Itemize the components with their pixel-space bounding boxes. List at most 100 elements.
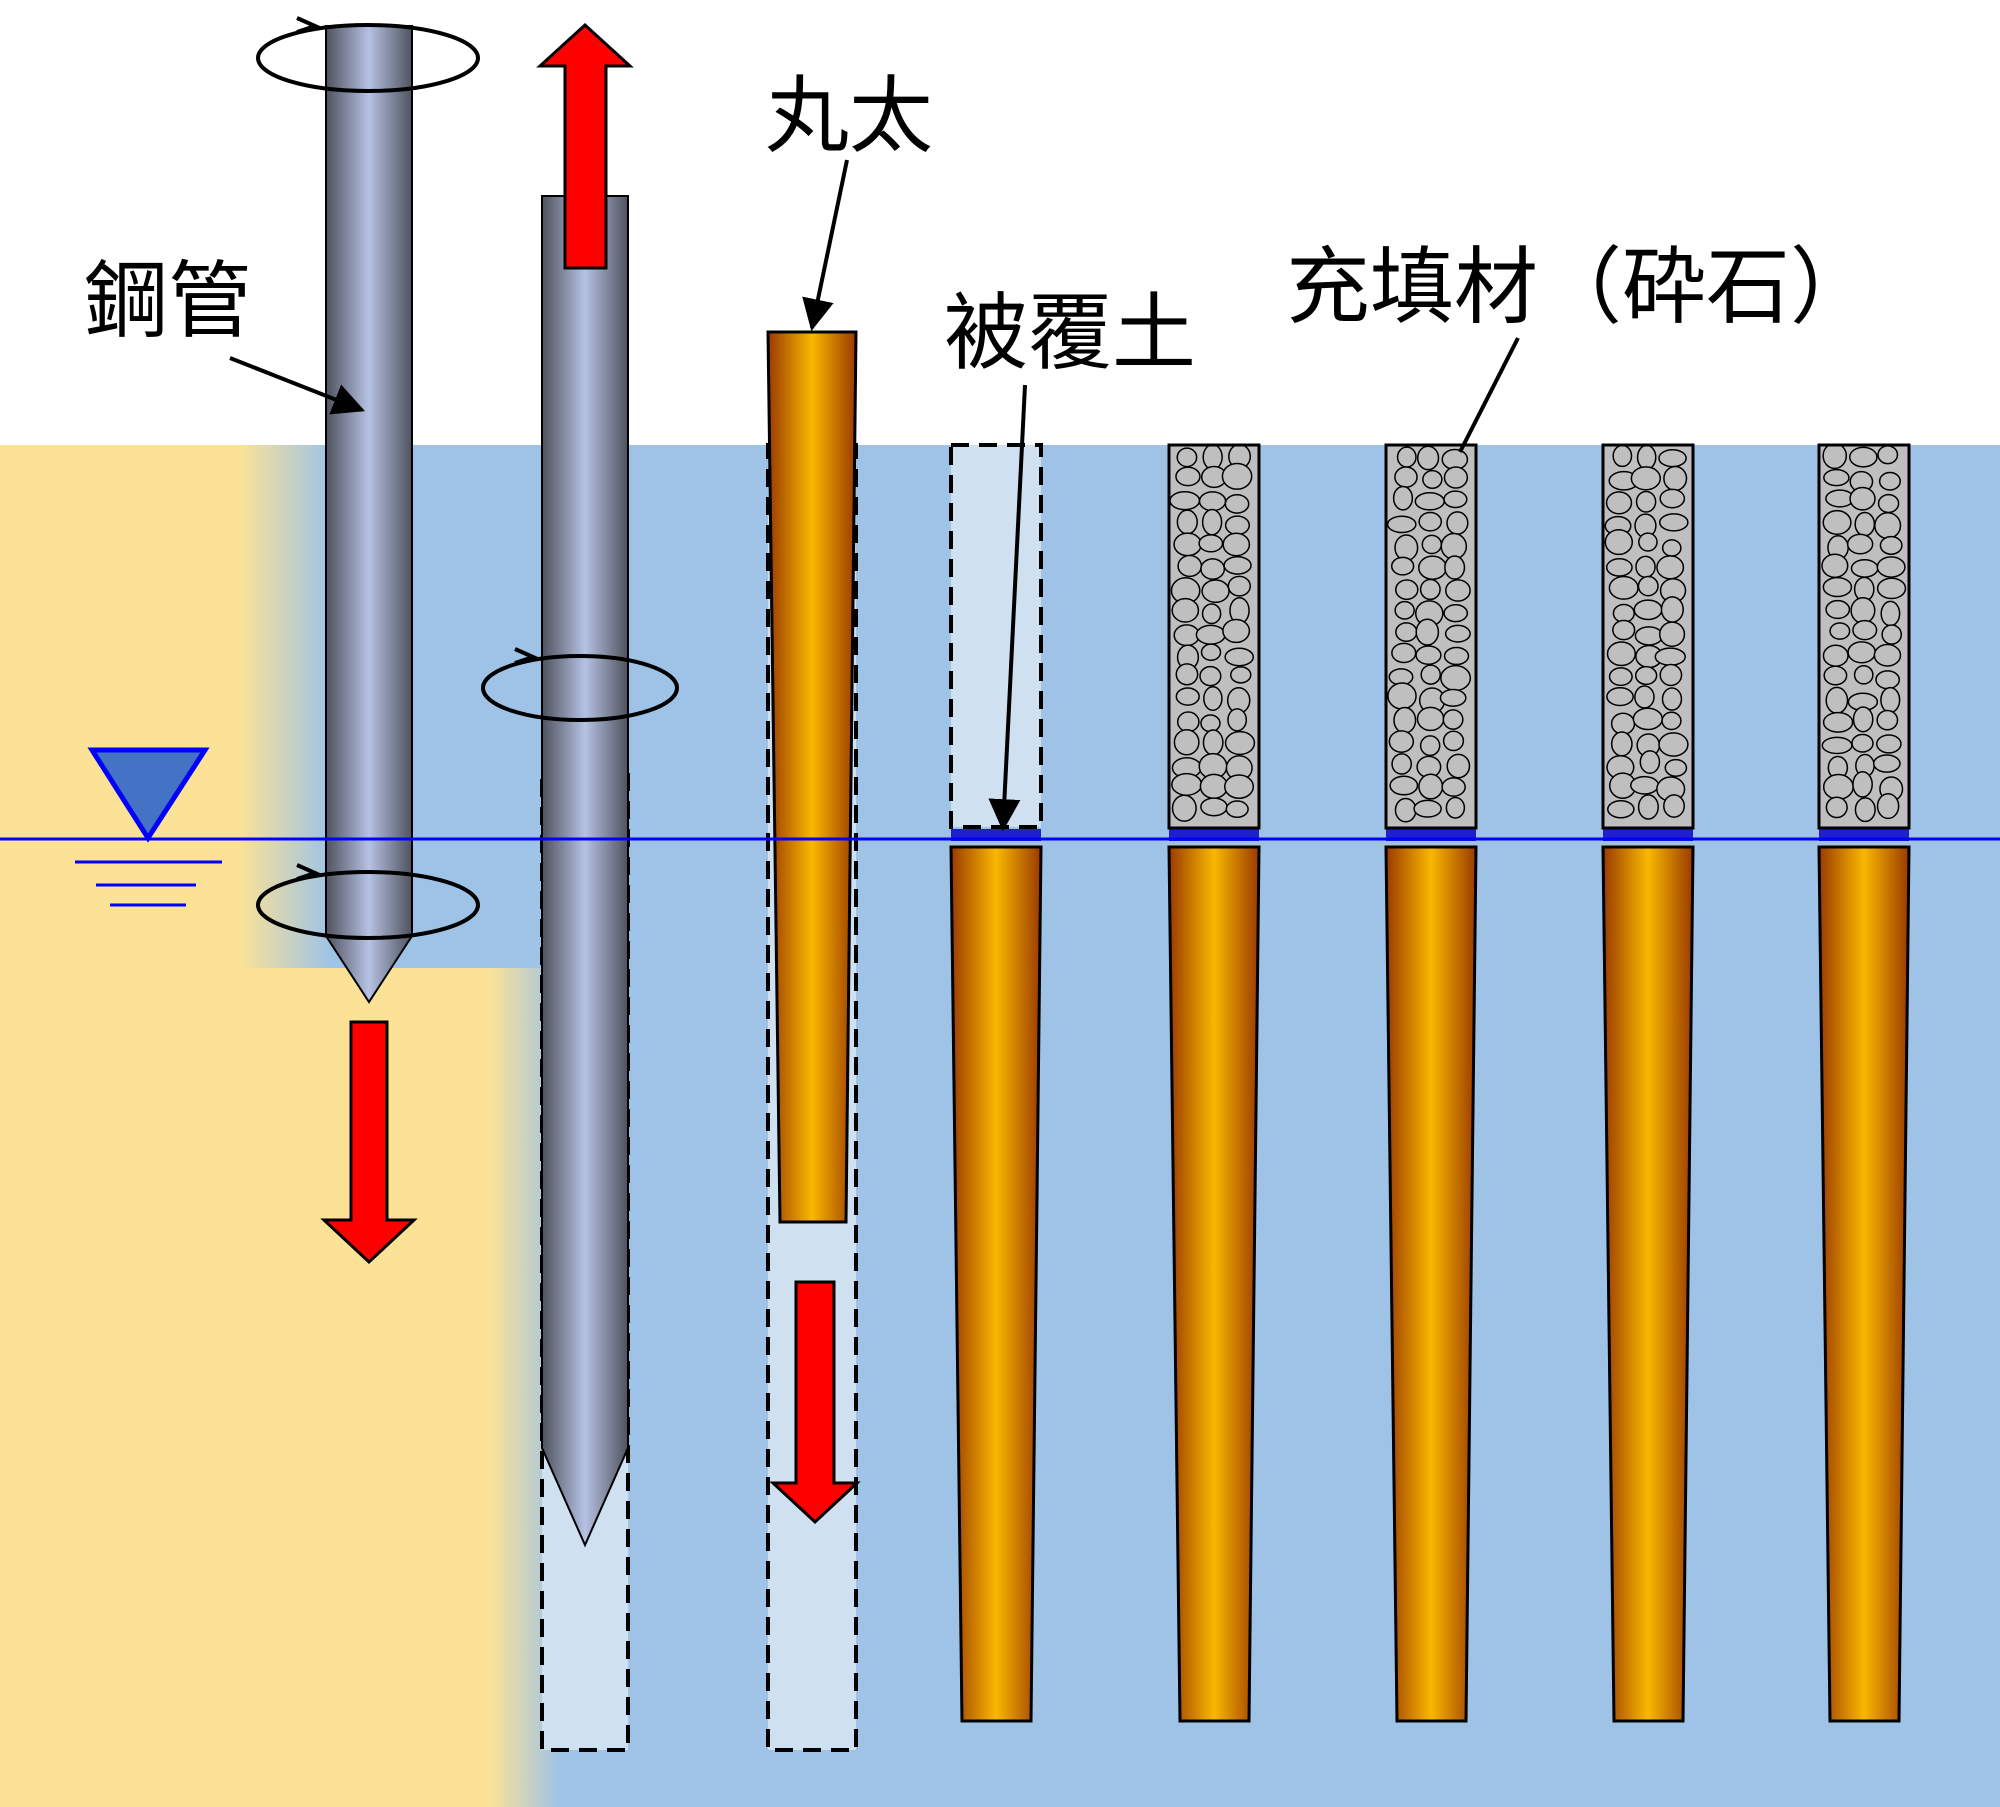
gravel-stone [1881, 624, 1903, 645]
gravel-stone [1638, 532, 1658, 552]
gravel-stone [1394, 600, 1415, 620]
gravel-column-6 [1384, 443, 1478, 830]
gravel-stone [1879, 535, 1903, 555]
gravel-stone [1230, 666, 1252, 684]
gravel-stone [1822, 576, 1853, 598]
gravel-stone [1175, 466, 1201, 487]
gravel-stone [1443, 466, 1469, 489]
gravel-stone [1201, 579, 1230, 604]
gravel-stone [1829, 622, 1851, 640]
log-5 [1167, 845, 1261, 1723]
gravel-stone [1630, 775, 1660, 795]
gravel-stone [1872, 754, 1901, 773]
gravel-stone [1848, 446, 1878, 468]
gravel-stone [1876, 709, 1899, 731]
gravel-stone [1171, 794, 1197, 822]
gravel-stone [1821, 736, 1853, 755]
steel-pipe-2 [541, 195, 629, 1548]
fill-material-label: 充填材（砕石） [1286, 238, 1874, 336]
log-3 [766, 330, 858, 1224]
gravel-stone [1876, 577, 1907, 600]
gravel-stone [1388, 730, 1415, 753]
gravel-stone [1444, 555, 1466, 580]
gravel-stone [1173, 728, 1200, 756]
gravel-stone [1876, 556, 1906, 578]
gravel-stone [1658, 449, 1687, 468]
gravel-stone [1390, 556, 1415, 576]
gravel-stone [1443, 646, 1470, 666]
gravel-stone [1634, 665, 1658, 686]
gravel-stone [1846, 533, 1874, 555]
gravel-stone [1414, 492, 1445, 511]
gravel-stone [1393, 706, 1417, 734]
gravel-stone [1223, 556, 1252, 575]
gravel-stone [1852, 771, 1873, 798]
gravel-stone [1630, 466, 1661, 491]
gravel-stone [1418, 555, 1448, 581]
gravel-stone [1224, 494, 1250, 514]
gravel-stone [1415, 645, 1442, 665]
gravel-stone [1854, 797, 1876, 823]
gravel-stone [1201, 603, 1222, 625]
gravel-stone [1171, 597, 1200, 623]
gravel-stone [1395, 622, 1418, 643]
gravel-stone [1875, 670, 1901, 690]
gravel-stone [1847, 641, 1877, 664]
sand-zone-lower [0, 968, 490, 1807]
gravel-stone [1607, 799, 1635, 819]
gravel-stone [1661, 539, 1682, 557]
gravel-stone [1418, 511, 1443, 532]
gravel-stone [1822, 711, 1854, 733]
rotation-arrow-icon [256, 16, 480, 93]
gravel-stone [1876, 734, 1902, 754]
gravel-stone [1387, 682, 1417, 710]
gravel-stone [1395, 579, 1419, 601]
gravel-stone [1394, 797, 1417, 823]
gravel-stone [1392, 485, 1414, 511]
gravel-stone [1176, 711, 1200, 733]
gravel-stone [1877, 445, 1899, 465]
gravel-stone [1606, 641, 1636, 667]
gravel-column-5 [1167, 443, 1261, 830]
gravel-column-8 [1817, 443, 1911, 830]
gravel-stone [1443, 604, 1469, 623]
gravel-stone [1610, 712, 1636, 735]
gravel-stone [1199, 665, 1222, 687]
gravel-stone [1663, 465, 1688, 492]
gravel-stone [1391, 642, 1417, 664]
gravel-stone [1177, 554, 1203, 578]
gravel-stone [1823, 665, 1848, 686]
gravel-stone [1389, 775, 1419, 796]
gravel-stone [1173, 532, 1202, 557]
gravel-stone [1441, 777, 1466, 797]
gravel-stone [1633, 599, 1663, 621]
gravel-stone [1445, 579, 1471, 602]
gravel-stone [1878, 471, 1901, 491]
water-level-icon [75, 747, 222, 907]
gravel-stone [1635, 490, 1657, 513]
gravel-stone [1825, 599, 1851, 620]
gravel-stone [1661, 687, 1683, 711]
gravel-stone [1849, 486, 1876, 511]
gravel-stone [1852, 706, 1874, 733]
gravel-stone [1852, 619, 1878, 641]
gravel-stone [1415, 618, 1440, 646]
gravel-stone [1825, 796, 1848, 819]
gravel-stone [1880, 686, 1901, 714]
gravel-stone [1608, 667, 1633, 687]
gravel-stone [1413, 799, 1442, 818]
gravel-stone [1632, 707, 1664, 731]
gravel-stone [1224, 730, 1256, 756]
gravel-stone [1654, 647, 1686, 667]
gravel-stone [1612, 619, 1636, 641]
gravel-stone [1637, 794, 1659, 820]
gravel-stone [1391, 753, 1413, 775]
down-arrow-icon [769, 1280, 861, 1525]
gravel-stone [1822, 644, 1849, 667]
gravel-stone [1198, 491, 1227, 512]
gravel-stone [1225, 800, 1249, 819]
gravel-stone [1605, 558, 1633, 577]
gravel-stone [1200, 558, 1226, 580]
up-arrow-icon [536, 22, 634, 270]
gravel-stone [1605, 491, 1633, 515]
